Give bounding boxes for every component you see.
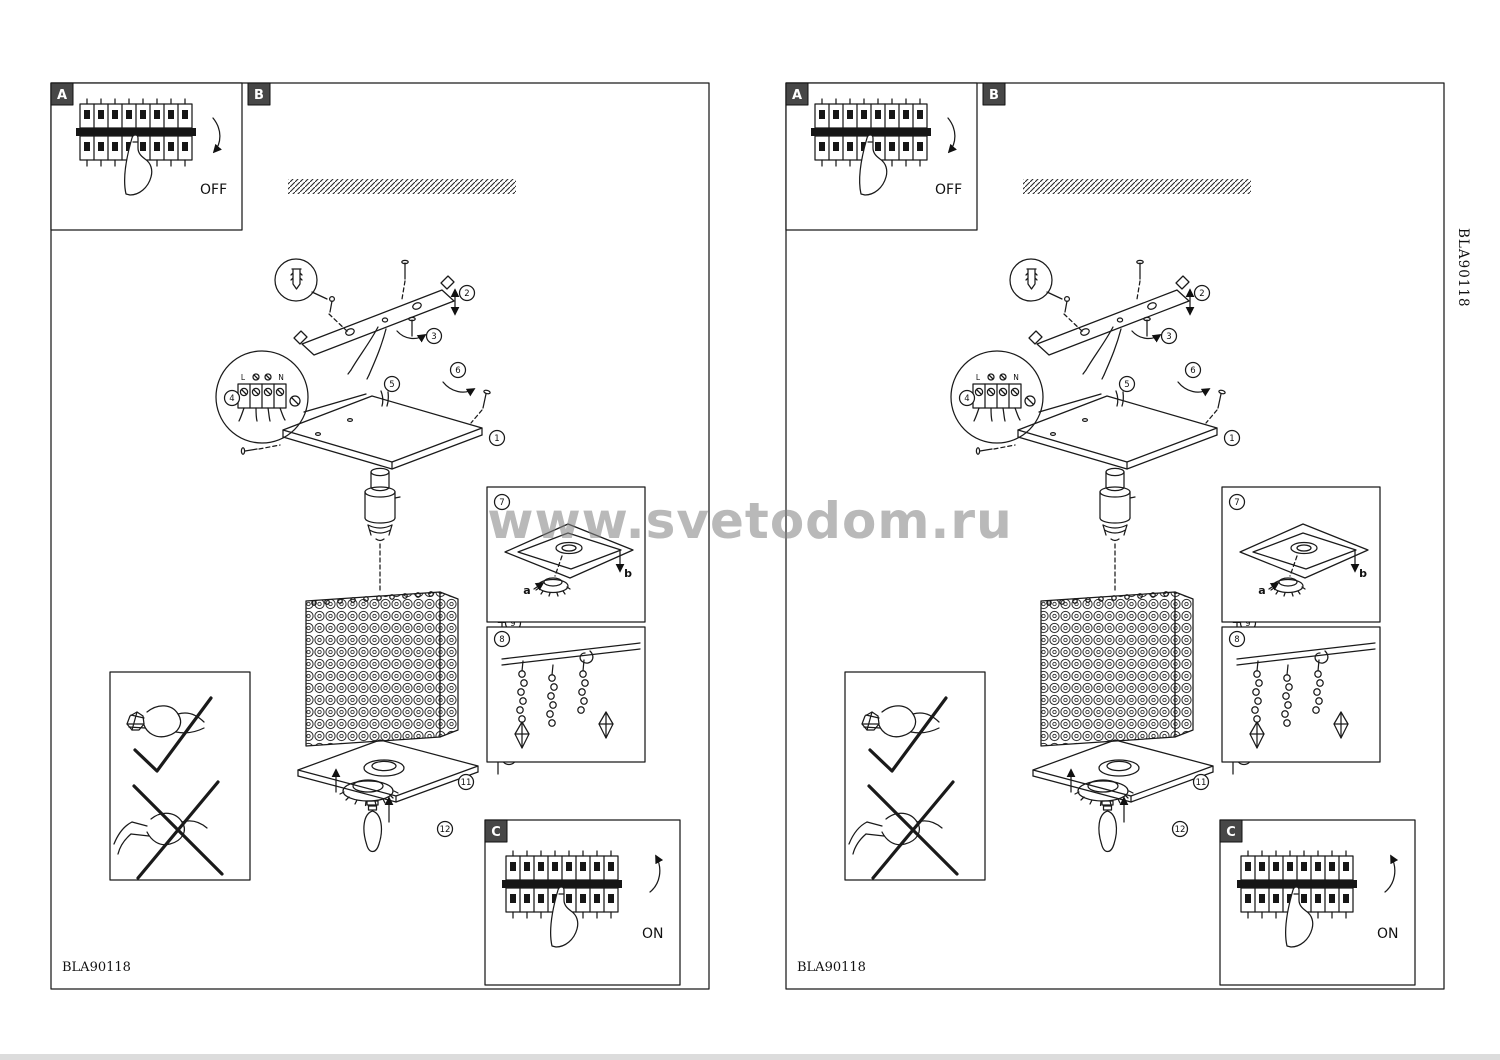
instruction-page-2 <box>785 82 1445 990</box>
bottom-edge-strip <box>0 1054 1500 1060</box>
side-model-code: BLA90118 <box>1455 228 1471 308</box>
instruction-page-1: A OFF B <box>50 82 710 990</box>
